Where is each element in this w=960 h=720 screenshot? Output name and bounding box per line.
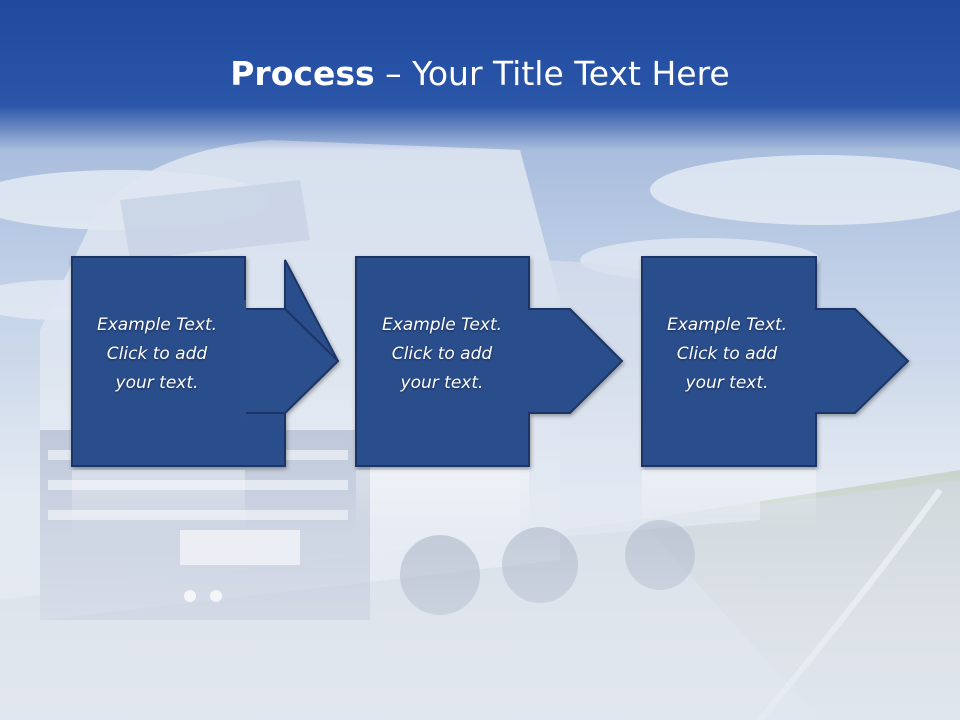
process-step-2[interactable] <box>355 256 624 467</box>
step-3-shape <box>641 256 910 467</box>
step-1-line-3: your text. <box>115 373 199 393</box>
step-2-reflection <box>356 470 529 530</box>
title-band <box>0 0 960 150</box>
step-1-reflection <box>72 470 245 530</box>
step-2-shape <box>355 256 624 467</box>
step-1-line-2: Click to add <box>106 344 208 364</box>
step-3-line-1: Example Text. <box>666 315 788 335</box>
step-3-line-3: your text. <box>685 373 769 393</box>
step-3-line-2: Click to add <box>676 344 778 364</box>
process-step-3[interactable] <box>641 256 910 467</box>
step-2-line-1: Example Text. <box>381 315 503 335</box>
step-2-line-3: your text. <box>400 373 484 393</box>
slide-title-rest: – Your Title Text Here <box>374 54 730 93</box>
step-2-text[interactable]: Example Text. Click to add your text. <box>355 311 529 398</box>
slide-title-bold: Process <box>230 54 375 93</box>
slide-title[interactable]: Process – Your Title Text Here <box>0 52 960 96</box>
step-2-line-2: Click to add <box>391 344 493 364</box>
step-3-reflection <box>642 470 816 530</box>
step-3-text[interactable]: Example Text. Click to add your text. <box>640 311 814 398</box>
step-1-line-1: Example Text. <box>96 315 218 335</box>
step-1-text[interactable]: Example Text. Click to add your text. <box>70 311 244 398</box>
